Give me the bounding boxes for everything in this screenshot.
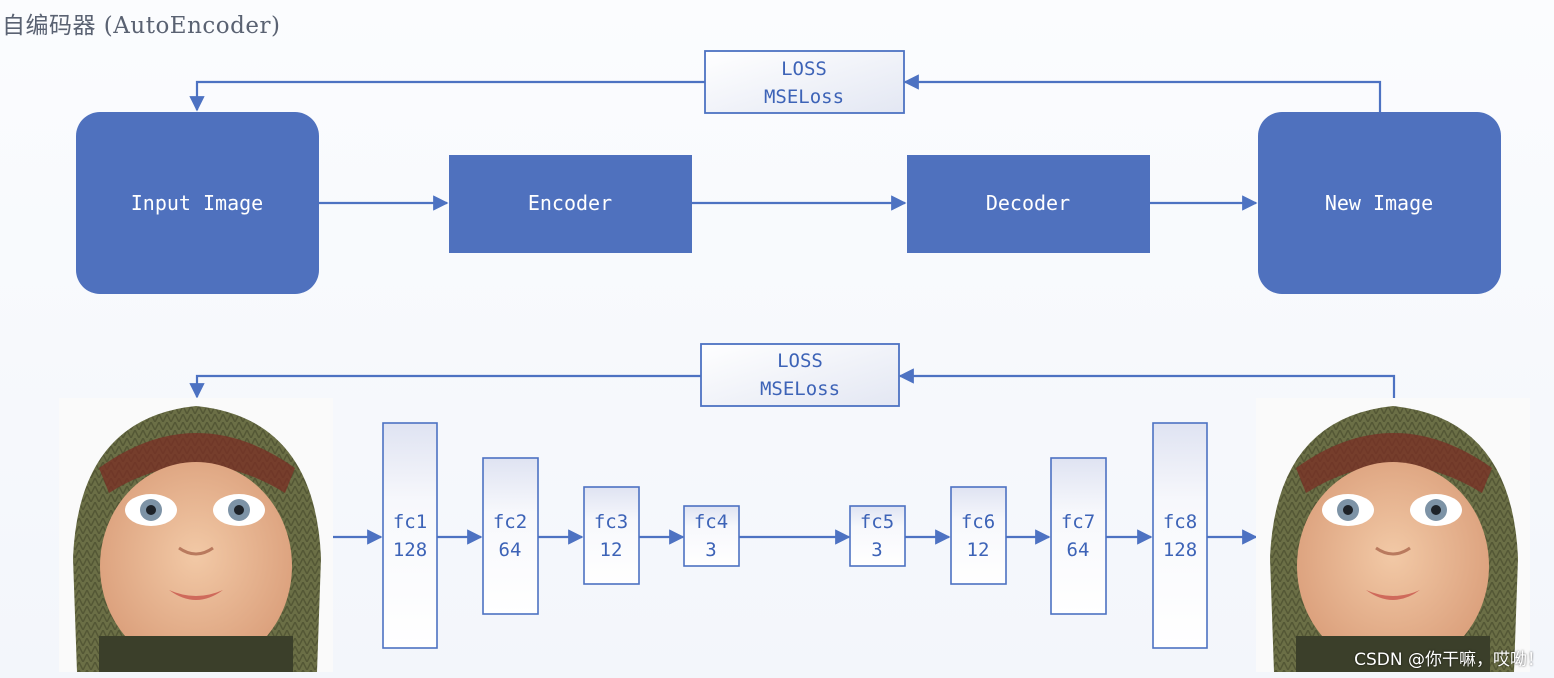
loss-feedback-arrow-out [189,80,705,112]
layer-name: fc2 [493,511,527,533]
layer-size: 64 [499,539,522,561]
layer-name: fc5 [860,511,894,533]
layer-fc7: fc7 64 [1050,457,1107,615]
decoder-label: Decoder [986,191,1070,215]
decoder-box: Decoder [907,155,1150,253]
loss-feedback-arrow-out-bottom [189,374,701,399]
layer-fc5: fc5 3 [849,505,906,567]
new-image-label: New Image [1325,191,1433,215]
layer-fc6: fc6 12 [950,486,1007,585]
layer-size: 3 [705,539,716,561]
layer-fc2: fc2 64 [482,457,539,615]
input-image-label: Input Image [131,191,263,215]
loss-feedback-arrow-in [903,74,1382,112]
layer-size: 128 [1163,539,1197,561]
new-image-box: New Image [1258,112,1501,294]
layer-fc1: fc1 128 [382,422,438,649]
output-baby-photo [1256,398,1530,672]
loss-feedback-arrow-in-bottom [898,368,1396,398]
layer-size: 64 [1067,539,1090,561]
layer-name: fc3 [594,511,628,533]
encoder-label: Encoder [528,191,612,215]
input-image-box: Input Image [76,112,319,294]
loss-function: MSELoss [764,86,844,108]
encoder-box: Encoder [449,155,692,253]
layer-size: 12 [967,539,990,561]
layer-size: 3 [871,539,882,561]
layer-fc8: fc8 128 [1152,422,1208,649]
loss-box-bottom: LOSS MSELoss [700,343,900,407]
layer-name: fc7 [1061,511,1095,533]
loss-title: LOSS [781,58,827,80]
layer-size: 128 [393,539,427,561]
loss-box-top: LOSS MSELoss [704,50,905,114]
loss-function: MSELoss [760,378,840,400]
page-title: 自编码器 (AutoEncoder) [2,13,281,39]
layer-name: fc4 [694,511,728,533]
csdn-watermark: CSDN @你干嘛，哎呦！ [1354,650,1544,670]
layer-name: fc1 [393,511,427,533]
layer-name: fc6 [961,511,995,533]
layer-size: 12 [600,539,623,561]
input-baby-photo [59,398,333,672]
loss-title: LOSS [777,350,823,372]
layer-fc4: fc4 3 [683,505,740,567]
layer-fc3: fc3 12 [583,486,640,585]
layer-name: fc8 [1163,511,1197,533]
